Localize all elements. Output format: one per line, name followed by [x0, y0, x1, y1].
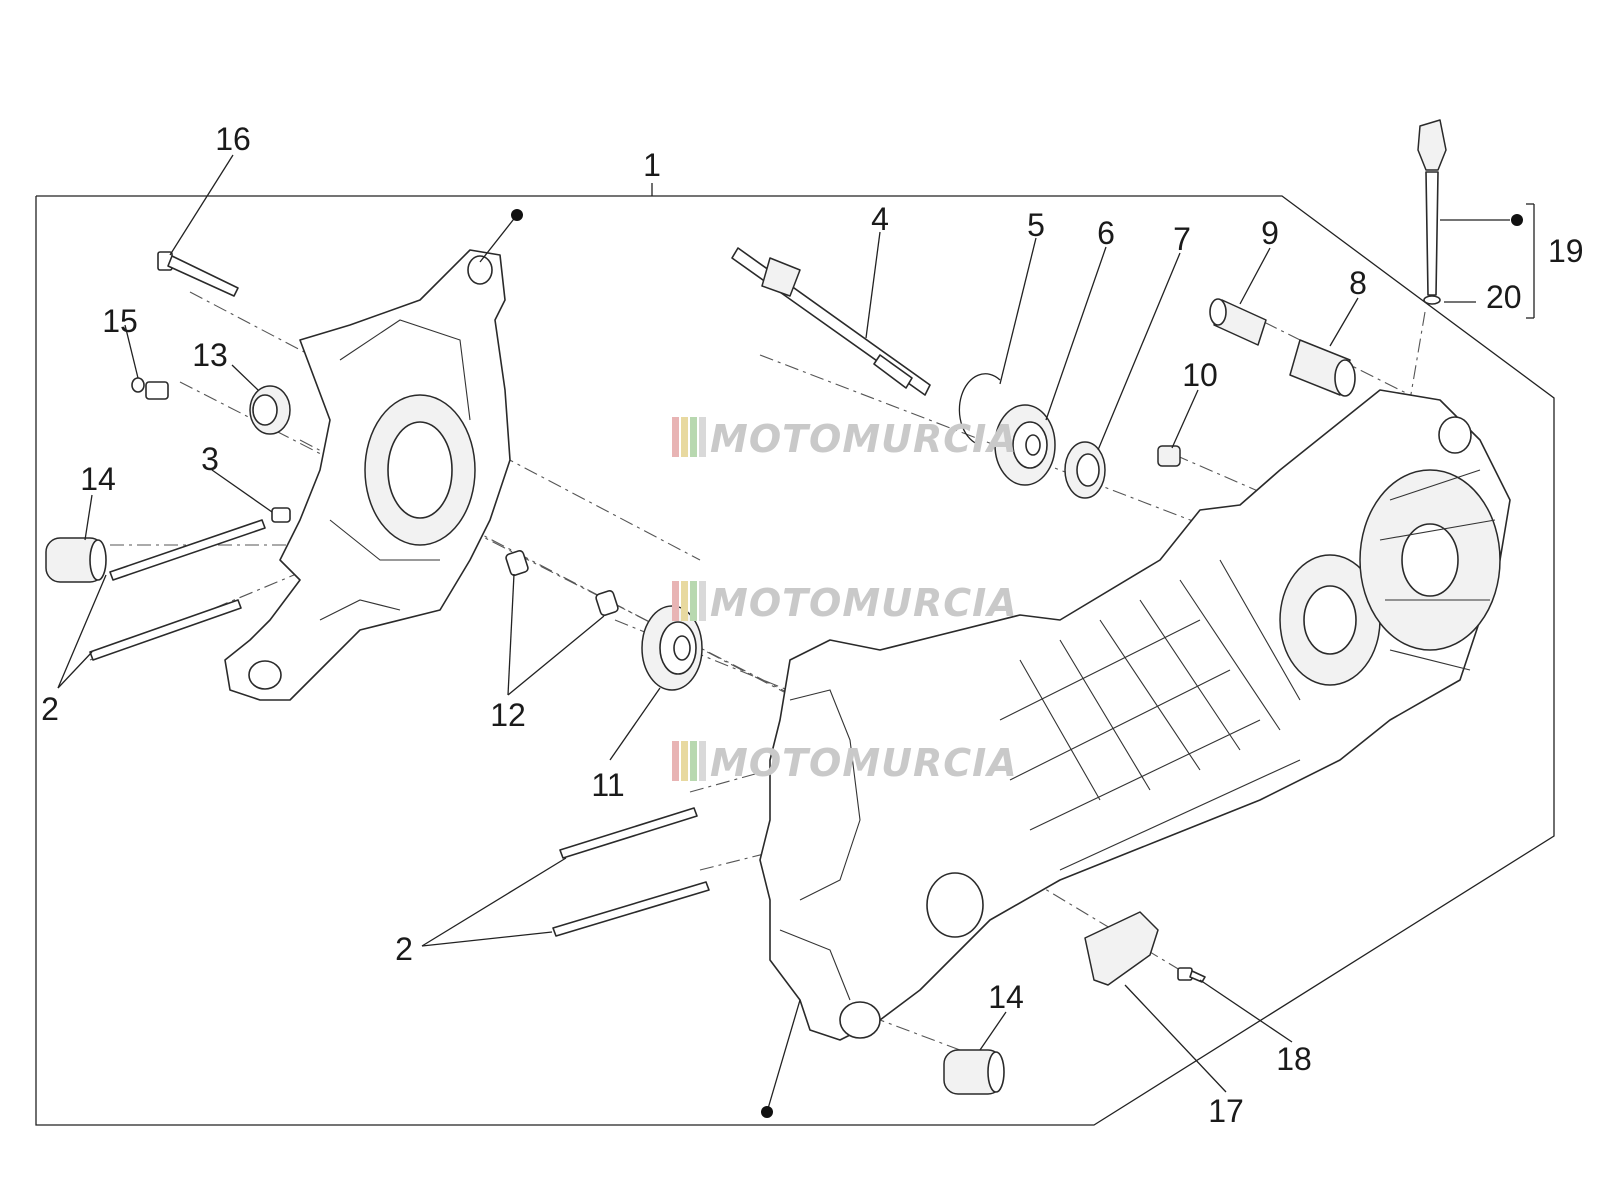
- part-3-dowel: [271, 507, 291, 523]
- left-crankcase-half: [224, 249, 511, 701]
- watermark-top: MOTOMURCIA: [672, 417, 1018, 461]
- part-9-bushing: [1209, 298, 1267, 346]
- watermark-bottom: MOTOMURCIA: [672, 741, 1018, 785]
- marker-dot-dipstick: [1511, 214, 1523, 226]
- watermark-stripe-4: [699, 741, 706, 781]
- kit-boundary-outline: [35, 195, 1555, 1126]
- watermark-text: MOTOMURCIA: [710, 581, 1018, 625]
- callout-6: 6: [1097, 215, 1115, 251]
- callout-2-center: 2: [395, 931, 413, 967]
- watermark-stripe-4: [699, 581, 706, 621]
- part-5-circlip: [958, 373, 1001, 446]
- watermark-stripe-2: [681, 581, 688, 621]
- callout-11: 11: [591, 767, 624, 803]
- callout-19: 19: [1548, 233, 1584, 269]
- callout-2-left: 2: [41, 691, 59, 727]
- watermark-stripe-1: [672, 417, 679, 457]
- part-16-bolt: [157, 251, 239, 297]
- marker-dot-top: [511, 209, 523, 221]
- watermark-stripe-4: [699, 417, 706, 457]
- callout-5: 5: [1027, 207, 1045, 243]
- part-11-bearing: [641, 605, 703, 691]
- crankcase-ribs: [999, 469, 1496, 871]
- part-4-shaft: [731, 247, 931, 396]
- part-14-silent-block-bottom: [943, 1049, 1005, 1095]
- part-10-bushing: [1157, 445, 1181, 467]
- part-19-dipstick: [1417, 119, 1447, 296]
- part-6-bearing: [994, 404, 1056, 486]
- part-7-seal: [1064, 441, 1106, 499]
- part-13-oil-seal: [249, 385, 291, 435]
- watermark-stripe-2: [681, 417, 688, 457]
- callout-17: 17: [1208, 1093, 1244, 1129]
- watermark-middle: MOTOMURCIA: [672, 581, 1018, 625]
- callout-13: 13: [192, 337, 228, 373]
- watermark-stripe-1: [672, 741, 679, 781]
- watermark-stripe-1: [672, 581, 679, 621]
- callout-16: 16: [215, 121, 251, 157]
- callout-3: 3: [201, 441, 219, 477]
- callout-8: 8: [1349, 265, 1367, 301]
- part-14-silent-block-left: [45, 537, 107, 583]
- right-crankcase-main: [759, 389, 1511, 1041]
- callout-1: 1: [643, 147, 661, 183]
- callout-18: 18: [1276, 1041, 1312, 1077]
- callout-7: 7: [1173, 221, 1191, 257]
- watermark-text: MOTOMURCIA: [710, 741, 1018, 785]
- callout-labels: 1 16 15 13 3 14 2 12 11 2 4 5 6 7 9 8 10…: [41, 121, 1583, 1129]
- marker-dot-bottom: [761, 1106, 773, 1118]
- callout-10: 10: [1182, 357, 1218, 393]
- callout-14-bottom: 14: [988, 979, 1024, 1015]
- part-8-roller: [1289, 339, 1356, 397]
- watermark-stripe-3: [690, 741, 697, 781]
- callout-20: 20: [1486, 279, 1522, 315]
- callout-4: 4: [871, 201, 889, 237]
- watermark-text: MOTOMURCIA: [710, 417, 1018, 461]
- leader-lines: [57, 154, 1535, 1118]
- watermark-stripe-3: [690, 581, 697, 621]
- callout-9: 9: [1261, 215, 1279, 251]
- part-2-studs-center: [552, 807, 710, 937]
- watermark-stripe-2: [681, 741, 688, 781]
- callout-12: 12: [490, 697, 526, 733]
- part-15-plug: [131, 377, 169, 400]
- part-2-studs-left: [89, 519, 266, 661]
- callout-15: 15: [102, 303, 138, 339]
- part-12-dowels: [505, 549, 619, 617]
- callout-14-left: 14: [80, 461, 116, 497]
- part-20-washer: [1423, 295, 1441, 305]
- watermark-stripe-3: [690, 417, 697, 457]
- part-17-bracket: [1084, 911, 1159, 986]
